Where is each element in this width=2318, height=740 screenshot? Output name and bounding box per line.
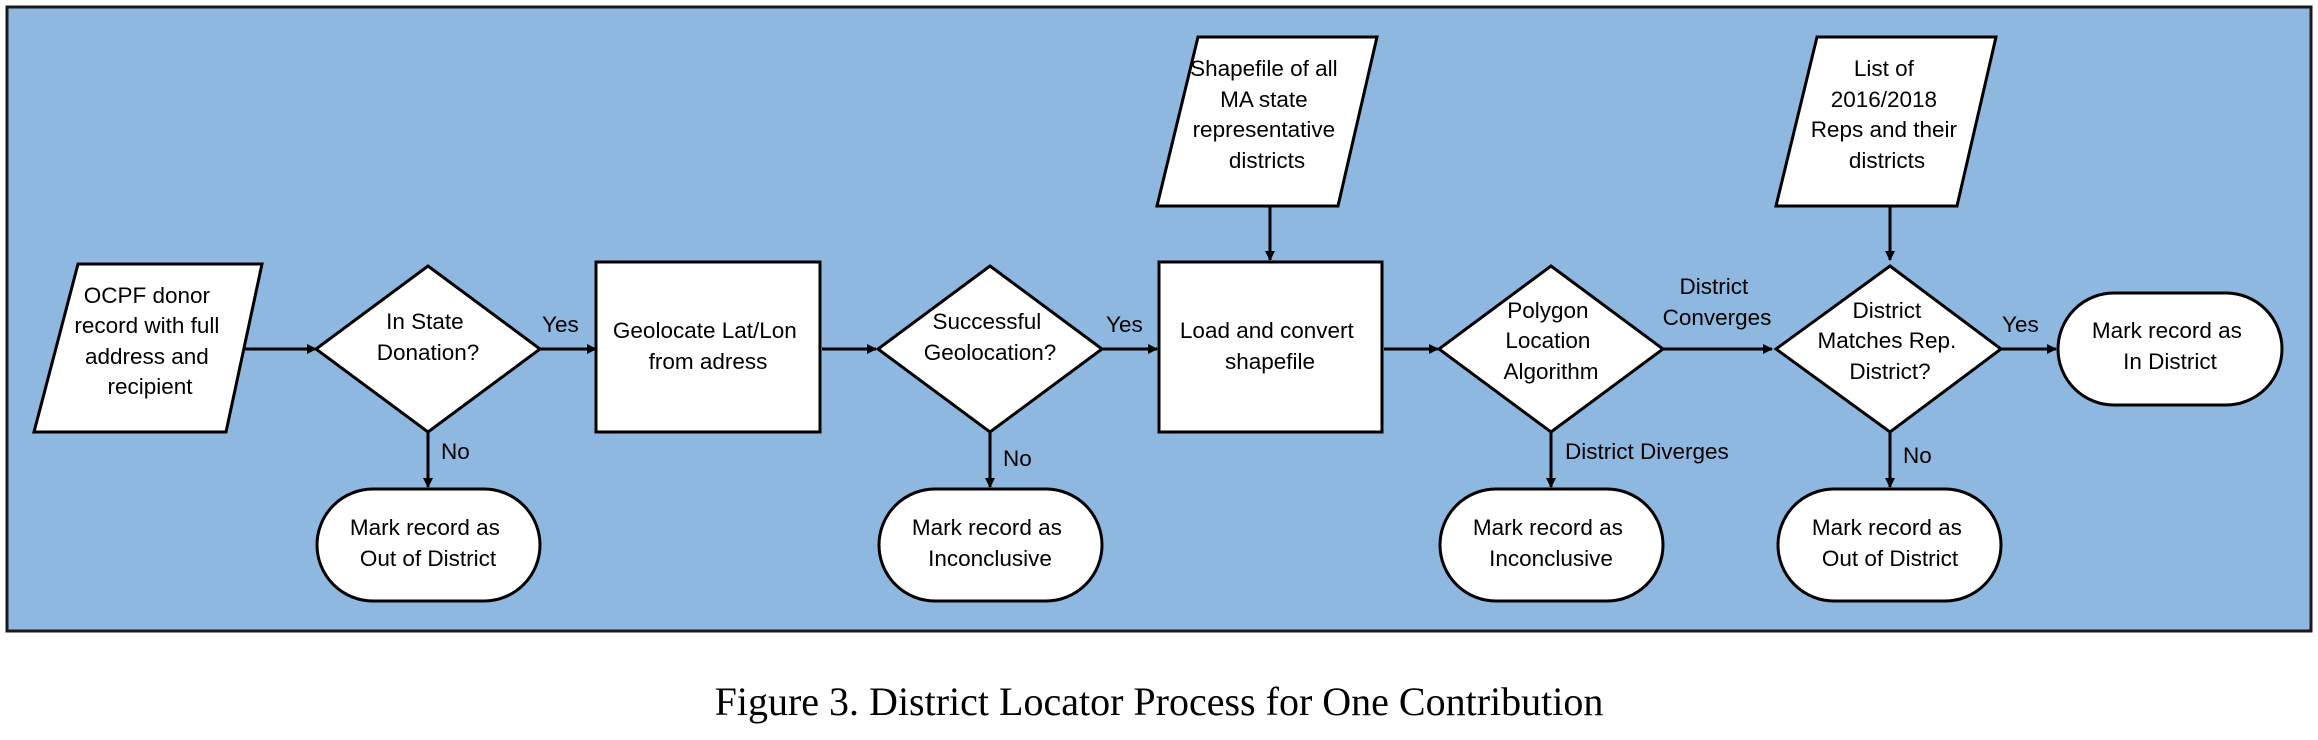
terminal-out-2-label: Mark record as Out of District <box>1812 515 1968 571</box>
edge-label-no-1: No <box>441 439 470 464</box>
decision-matches-label: District Matches Rep. District? <box>1817 298 1962 384</box>
decision-geolocation-label: Successful Geolocation? <box>924 309 1057 365</box>
node-labels: OCPF donor record with full address and … <box>74 56 2248 571</box>
nodes <box>32 35 2284 603</box>
edge-label-no-3: No <box>1903 443 1932 468</box>
decision-polygon-shape <box>1436 264 1666 434</box>
input-reps-label: List of 2016/2018 Reps and their distric… <box>1811 56 1964 173</box>
edge-label-district-converges: District Converges <box>1663 274 1772 330</box>
terminal-in-district-label: Mark record as In District <box>2092 318 2248 374</box>
input-shapefile-shape <box>1155 35 1379 208</box>
process-shapefile-label: Load and convert shapefile <box>1180 318 1360 374</box>
edge-label-yes-1: Yes <box>542 312 579 337</box>
decision-in-state-shape <box>313 264 543 434</box>
process-geolocate-shape <box>594 260 822 434</box>
edges <box>233 206 2057 488</box>
edge-label-yes-3: Yes <box>2002 312 2039 337</box>
edge-labels: Yes Yes Yes No No No District Converges … <box>441 274 2039 471</box>
process-shapefile-shape <box>1157 260 1384 434</box>
terminal-out-2-shape <box>1776 487 2003 603</box>
decision-matches-shape <box>1773 264 2004 434</box>
decision-geolocation-shape <box>875 264 1105 434</box>
input-shapefile-label: Shapefile of all MA state representative… <box>1190 56 1344 173</box>
edge-label-district-diverges: District Diverges <box>1565 439 1729 464</box>
figure-caption: Figure 3. District Locator Process for O… <box>714 679 1604 724</box>
terminal-inconclusive-2-shape <box>1438 487 1665 603</box>
terminal-inconclusive-1-label: Mark record as Inconclusive <box>912 515 1068 571</box>
edge-label-yes-2: Yes <box>1106 312 1143 337</box>
input-ocpf-label: OCPF donor record with full address and … <box>74 283 225 399</box>
edge-label-no-2: No <box>1003 446 1032 471</box>
input-reps-shape <box>1774 35 1998 208</box>
terminal-in-district-shape <box>2056 291 2284 407</box>
terminal-inconclusive-2-label: Mark record as Inconclusive <box>1473 515 1629 571</box>
decision-polygon-label: Polygon Location Algorithm <box>1503 298 1598 384</box>
process-geolocate-label: Geolocate Lat/Lon from adress <box>613 318 803 374</box>
terminal-inconclusive-1-shape <box>877 487 1104 603</box>
input-ocpf-shape <box>32 262 264 434</box>
terminal-out-1-label: Mark record as Out of District <box>350 515 506 571</box>
terminal-out-1-shape <box>315 487 542 603</box>
decision-in-state-label: In State Donation? <box>377 309 480 365</box>
